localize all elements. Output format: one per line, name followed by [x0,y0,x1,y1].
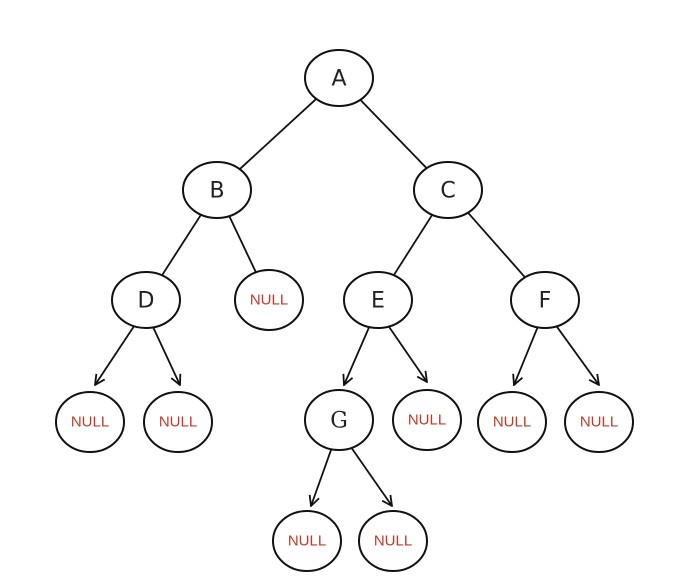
edge-b-to-d [161,214,202,276]
edge-d-to-d-right-null [152,327,180,385]
edge-c-to-e [393,214,433,276]
node-circle [304,389,374,451]
edge-d-to-d-left-null [95,325,135,385]
node-label: G [330,409,348,434]
null-node-g-left-null: NULL [272,510,342,572]
edge-g-to-g-left-null [311,448,333,506]
tree-node-d: D [111,271,181,329]
node-circle [413,161,483,219]
node-circle [392,389,462,451]
node-label: A [331,67,346,92]
node-circle [182,161,252,219]
node-circle [304,49,374,107]
tree-node-a: A [304,49,374,107]
null-node-f-right-null: NULL [564,391,634,453]
node-circle [343,271,413,329]
null-label: NULL [580,414,618,431]
edge-c-to-f [467,212,526,278]
node-circle [564,391,634,453]
null-label: NULL [250,292,288,309]
node-label: B [209,179,224,204]
tree-node-e: E [343,271,413,329]
null-node-e-right-null: NULL [392,389,462,451]
null-label: NULL [288,533,326,550]
node-circle [111,271,181,329]
edge-a-to-b [239,98,317,170]
edge-f-to-f-right-null [555,325,599,385]
tree-node-g: G [304,389,374,451]
node-circle [55,391,125,453]
null-label: NULL [159,414,197,431]
null-node-d-left-null: NULL [55,391,125,453]
null-node-g-right-null: NULL [358,510,428,572]
node-circle [477,391,547,453]
node-circle [510,271,580,329]
null-label: NULL [493,414,531,431]
node-circle [358,510,428,572]
edges-layer [95,98,599,506]
edge-g-to-g-right-null [350,447,393,506]
node-circle [272,510,342,572]
edge-a-to-c [359,99,428,169]
tree-node-c: C [413,161,483,219]
tree-node-b: B [182,161,252,219]
nodes-layer: A B C D NULL E F NULL NULL G NULL NULL NULL NULL NULL [55,49,634,572]
tree-node-f: F [510,271,580,329]
null-label: NULL [374,533,412,550]
edge-e-to-g [344,326,371,385]
edge-e-to-e-right-null [388,325,427,383]
null-node-d-right-null: NULL [143,391,213,453]
node-circle [234,269,304,331]
node-label: C [440,179,455,204]
node-label: F [539,289,552,314]
node-label: D [138,289,155,314]
edge-f-to-f-left-null [514,326,539,385]
null-node-f-left-null: NULL [477,391,547,453]
node-label: E [371,289,385,314]
null-node-b-null: NULL [234,269,304,331]
null-label: NULL [71,414,109,431]
node-circle [143,391,213,453]
null-label: NULL [408,412,446,429]
edge-b-to-b-null [228,215,257,273]
